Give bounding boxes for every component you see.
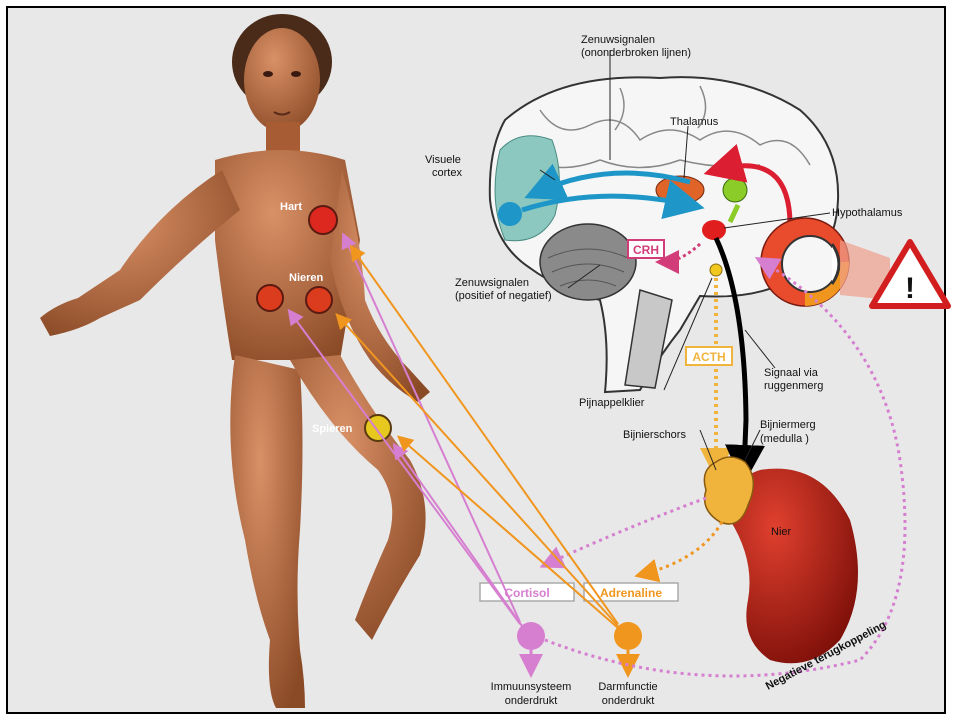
- label-immuun-2: onderdrukt: [505, 695, 558, 707]
- label-spieren: Spieren: [312, 423, 353, 435]
- label-crh: CRH: [633, 243, 659, 257]
- label-zenuwsignalen-top-1: Zenuwsignalen: [581, 34, 655, 46]
- kidney-marker-left: [257, 285, 283, 311]
- heart-marker: [309, 206, 337, 234]
- label-thalamus: Thalamus: [670, 116, 719, 128]
- label-nier: Nier: [771, 526, 792, 538]
- label-hart: Hart: [280, 201, 302, 213]
- label-adrenaline: Adrenaline: [600, 586, 662, 600]
- label-visuele-2: cortex: [432, 167, 462, 179]
- label-visuele-1: Visuele: [425, 154, 461, 166]
- label-bijniermerg-1: Bijniermerg: [760, 419, 816, 431]
- label-zenuwsignalen-pn-2: (positief of negatief): [455, 290, 552, 302]
- label-signaal-1: Signaal via: [764, 367, 819, 379]
- label-zenuwsignalen-top-2: (ononderbroken lijnen): [581, 47, 691, 59]
- label-hypothalamus: Hypothalamus: [832, 207, 903, 219]
- label-immuun-1: Immuunsysteem: [491, 681, 572, 693]
- label-zenuwsignalen-pn-1: Zenuwsignalen: [455, 277, 529, 289]
- adrenal-to-adrenaline-arrow: [640, 522, 722, 575]
- visual-cortex-node: [498, 202, 522, 226]
- pituitary-node: [710, 264, 722, 276]
- label-darm-2: onderdrukt: [602, 695, 655, 707]
- label-signaal-2: ruggenmerg: [764, 380, 823, 392]
- label-acth: ACTH: [692, 350, 725, 364]
- label-pijnappelklier: Pijnappelklier: [579, 397, 645, 409]
- kidney-marker-right: [306, 287, 332, 313]
- label-bijniermerg-2: (medulla ): [760, 433, 809, 445]
- label-darm-1: Darmfunctie: [598, 681, 657, 693]
- svg-text:!: !: [905, 272, 915, 305]
- human-figure: [40, 14, 430, 708]
- label-cortisol: Cortisol: [504, 586, 549, 600]
- adrenaline-node: [614, 622, 642, 650]
- label-bijnierschors: Bijnierschors: [623, 429, 686, 441]
- label-nieren: Nieren: [289, 272, 324, 284]
